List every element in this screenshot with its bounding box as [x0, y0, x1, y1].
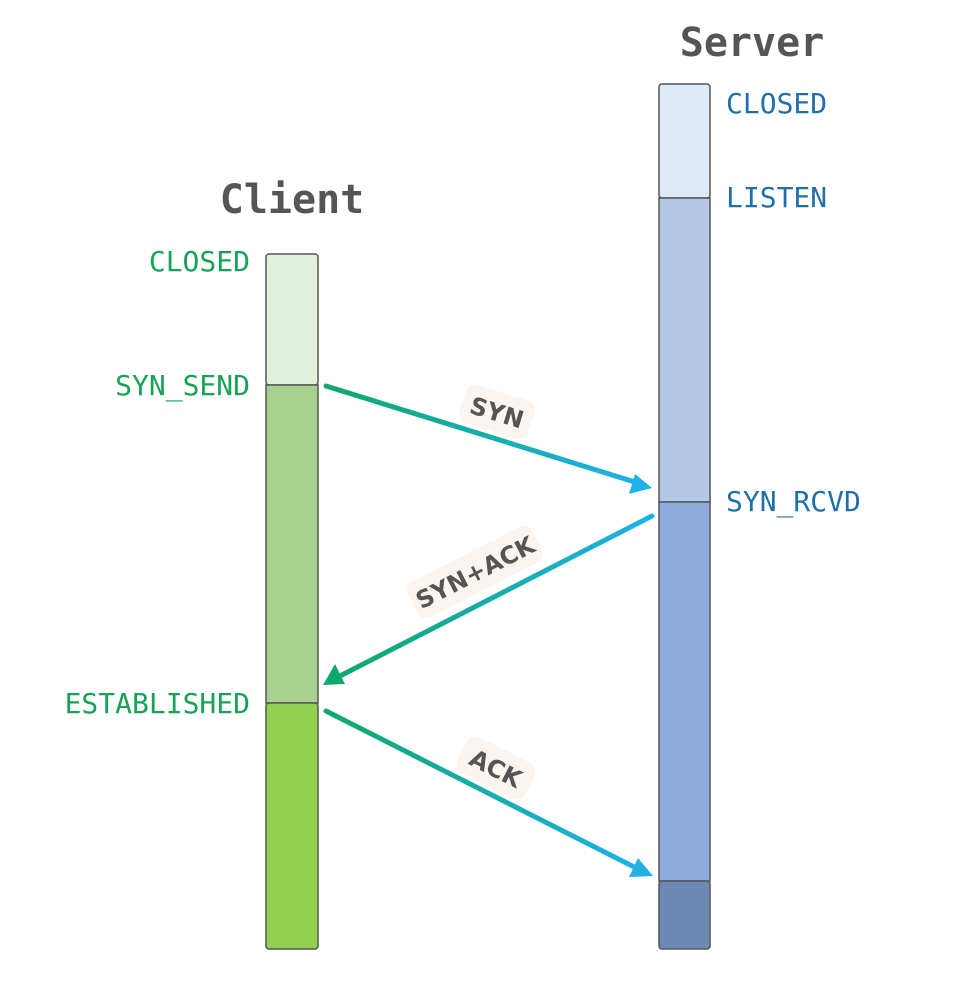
server-timeline [658, 83, 711, 950]
server-state-closed: CLOSED [726, 87, 827, 120]
server-bar-listen [658, 197, 711, 503]
ack-arrow [323, 708, 653, 877]
ack-label: ACK [456, 736, 536, 800]
client-bar-established [265, 702, 319, 950]
syn-arrowhead-icon [629, 474, 652, 494]
server-state-listen: LISTEN [726, 181, 827, 214]
syn-ack-arrowhead-icon [323, 664, 345, 685]
server-bar-closed [658, 83, 711, 199]
server-bar-syn-rcvd [658, 501, 711, 882]
client-title: Client [220, 177, 365, 223]
client-state-established: ESTABLISHED [65, 687, 250, 720]
syn-label: SYN [459, 384, 535, 440]
client-state-syn-send: SYN_SEND [115, 369, 250, 403]
client-timeline [265, 253, 319, 950]
client-bar-syn-send [265, 384, 319, 704]
ack-arrowhead-icon [629, 858, 653, 877]
client-bar-closed [265, 253, 319, 386]
syn-ack-arrow [323, 513, 655, 685]
server-state-syn-rcvd: SYN_RCVD [726, 485, 861, 519]
syn-arrow [323, 383, 652, 494]
client-state-closed: CLOSED [149, 245, 250, 278]
server-bar-final [658, 880, 711, 950]
server-title: Server [680, 20, 825, 66]
